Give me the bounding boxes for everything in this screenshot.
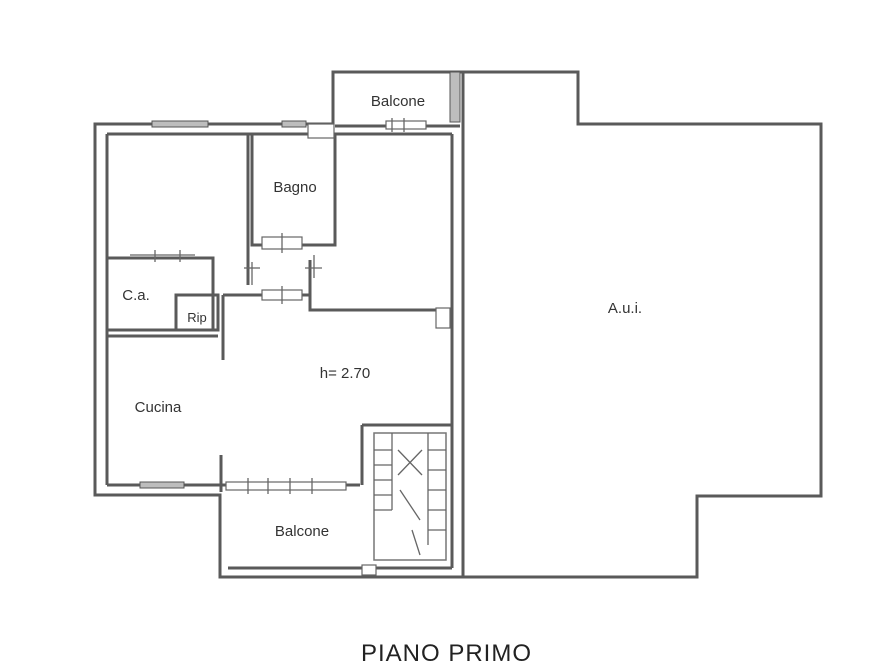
bagno-walls xyxy=(250,132,337,247)
door-markers xyxy=(130,118,451,576)
room-label-bagno: Bagno xyxy=(273,179,316,196)
room-label-balcone-bottom: Balcone xyxy=(275,523,329,540)
stair-box xyxy=(373,432,447,561)
hall-partition xyxy=(221,260,452,360)
apartment-outer-wall xyxy=(93,70,465,579)
room-label-ca: C.a. xyxy=(122,287,150,304)
room-label-cucina: Cucina xyxy=(135,399,182,416)
room-label-height: h= 2.70 xyxy=(320,365,370,382)
aui-area-outline xyxy=(461,70,823,579)
rip-closet-walls xyxy=(174,293,220,332)
floor-title: PIANO PRIMO xyxy=(360,640,533,667)
stair-treads xyxy=(374,433,446,556)
windows xyxy=(139,71,461,489)
stair-enclosure xyxy=(360,423,454,568)
room-label-balcone-top: Balcone xyxy=(371,93,425,110)
room-label-rip: Rip xyxy=(187,310,207,325)
room-label-aui: A.u.i. xyxy=(608,300,642,317)
